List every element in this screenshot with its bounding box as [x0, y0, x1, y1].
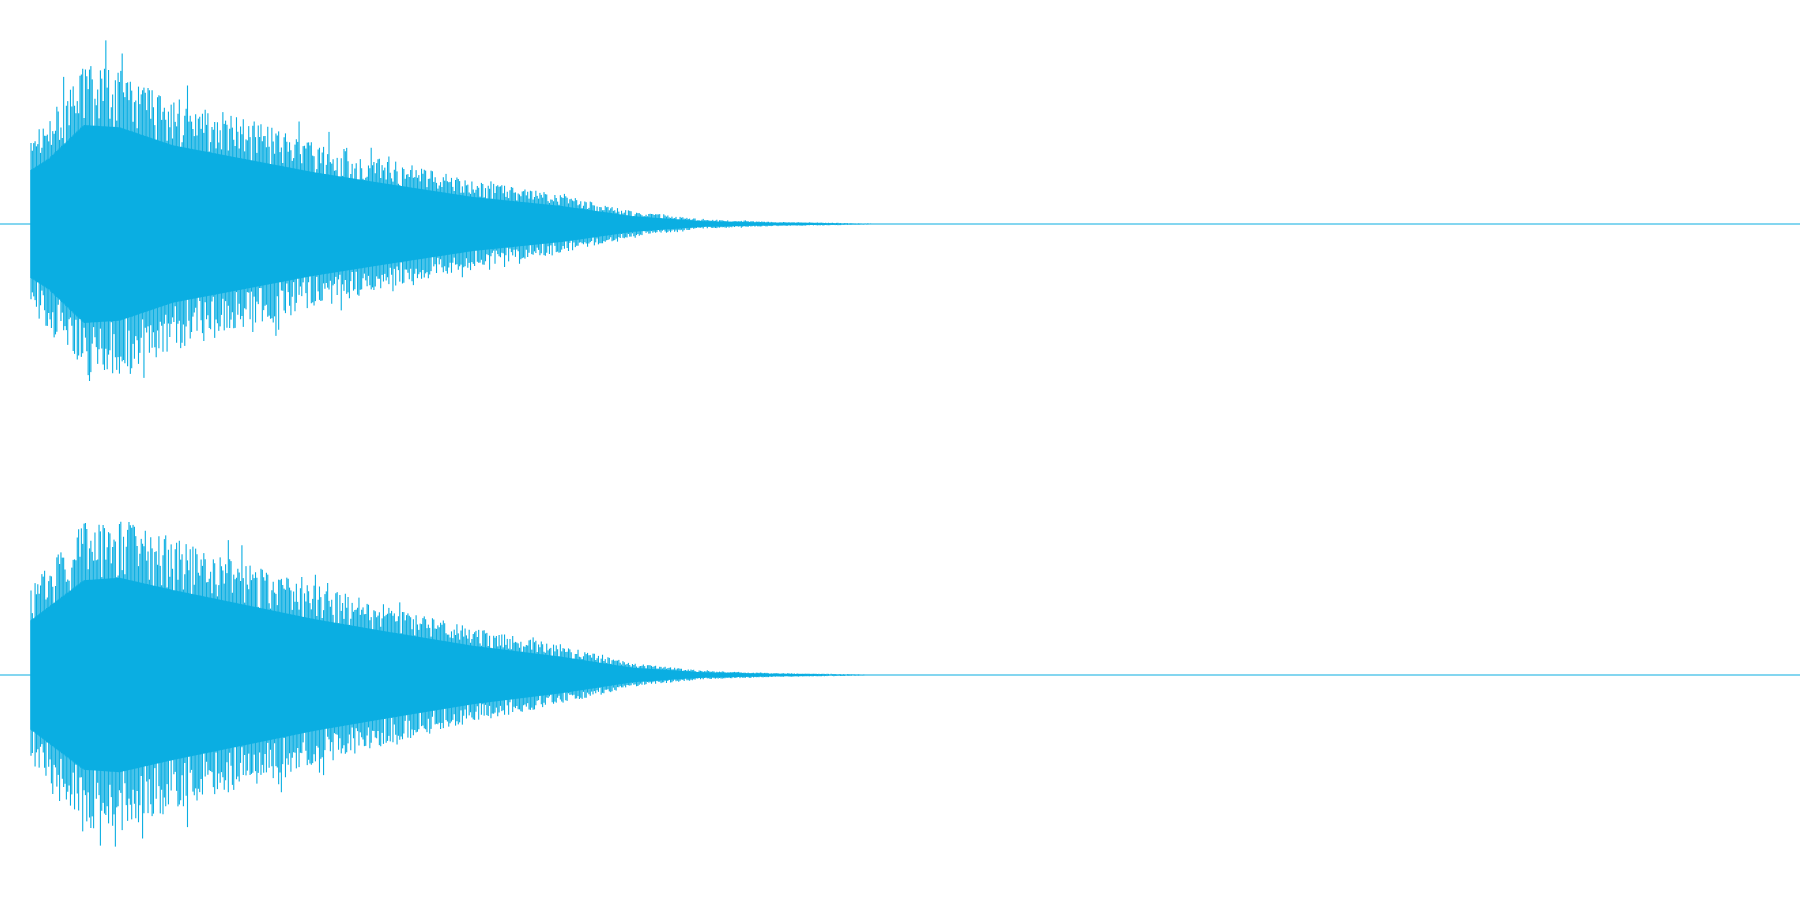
channel-2-body	[30, 577, 824, 773]
channel-1-waveform	[0, 40, 1800, 381]
channel-2-waveform	[0, 521, 1800, 847]
channel-1-body	[30, 125, 838, 323]
